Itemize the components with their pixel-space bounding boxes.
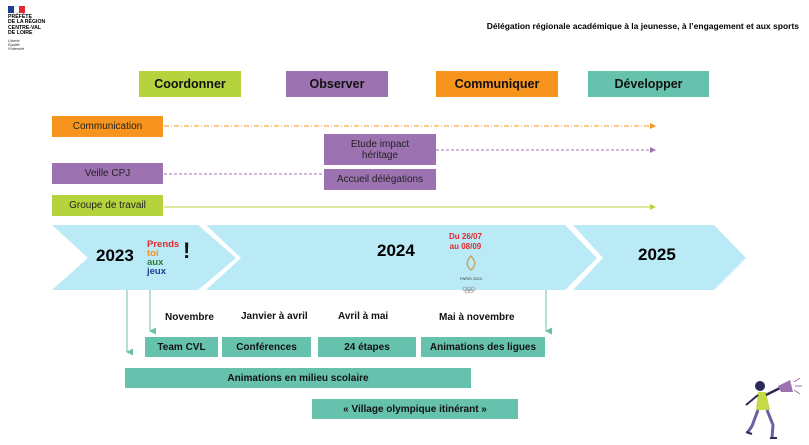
- chevron-2023: [52, 225, 236, 290]
- month-mai-novembre: Mai à novembre: [439, 312, 515, 323]
- verb-observer: Observer: [286, 71, 388, 97]
- month-janvier-avril: Janvier à avril: [241, 311, 308, 322]
- communication-box: Communication: [52, 116, 163, 137]
- event-24-etapes: 24 étapes: [318, 337, 416, 357]
- event-village-olympique: « Village olympique itinérant »: [312, 399, 518, 419]
- prefecture-logo: PRÉFÈTE DE LA RÉGION CENTRE-VAL DE LOIRE…: [8, 6, 68, 61]
- olympic-rings-icon: [462, 286, 476, 294]
- accueil-box: Accueil délégations: [324, 169, 436, 190]
- games-date-start: Du 26/07: [449, 232, 482, 241]
- month-avril-mai: Avril à mai: [338, 311, 389, 322]
- year-2023: 2023: [96, 246, 134, 265]
- verb-developper: Développer: [588, 71, 709, 97]
- logo-line: CENTRE-VAL: [8, 24, 42, 31]
- logo-line: PRÉFÈTE: [8, 14, 32, 20]
- chevron-2025: [573, 225, 746, 290]
- games-date-end: au 08/09: [449, 242, 482, 251]
- event-conferences: Conférences: [222, 337, 311, 357]
- event-animations-milieu-scolaire: Animations en milieu scolaire: [125, 368, 471, 388]
- motto-line: Liberté: [8, 38, 20, 43]
- etude-box: Etude impact héritage: [324, 134, 436, 165]
- french-flag-icon: [8, 6, 26, 13]
- year-2025: 2025: [638, 245, 676, 264]
- flame-icon: [466, 255, 476, 271]
- verb-communiquer: Communiquer: [436, 71, 558, 97]
- veille-box: Veille CPJ: [52, 163, 163, 184]
- verb-coordonner: Coordonner: [139, 71, 241, 97]
- chevron-2024: [206, 225, 597, 290]
- prends-toi-aux-jeux-logo: Prends toi aux jeux !: [147, 238, 191, 277]
- year-2024: 2024: [377, 241, 415, 260]
- motto-line: Égalité: [8, 42, 20, 47]
- paris-2024-logo: PARIS 2024: [455, 255, 487, 294]
- logo-line: DE LA RÉGION: [8, 19, 46, 26]
- groupe-box: Groupe de travail: [52, 195, 163, 216]
- month-novembre: Novembre: [165, 312, 214, 323]
- logo-line: DE LOIRE: [8, 30, 33, 37]
- motto-line: Fraternité: [8, 47, 25, 52]
- page-title: Délégation régionale académique à la jeu…: [486, 21, 799, 31]
- event-team-cvl: Team CVL: [145, 337, 218, 357]
- event-animations-ligues: Animations des ligues: [421, 337, 545, 357]
